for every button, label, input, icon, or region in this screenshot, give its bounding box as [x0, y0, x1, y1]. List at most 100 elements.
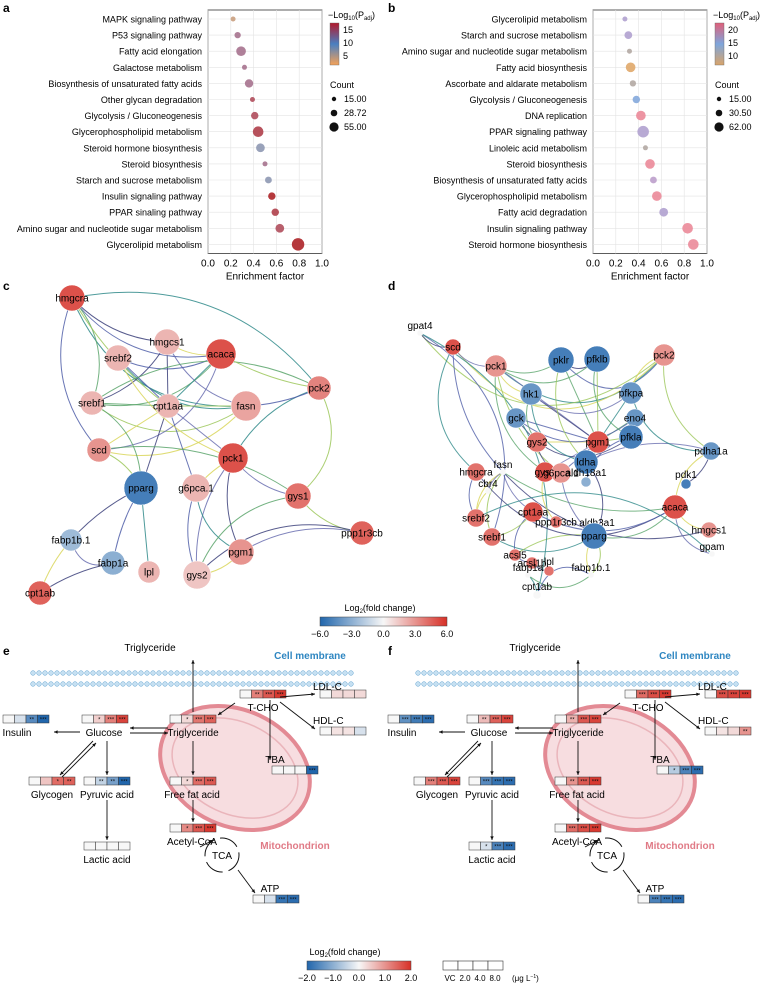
- network-node: [508, 548, 522, 562]
- network-node-label: gpat4: [407, 321, 432, 332]
- y-category-label: Fatty acid biosynthesis: [496, 63, 588, 73]
- fold-change-cell: [716, 726, 729, 736]
- network-node: [444, 338, 462, 356]
- significance-stars: ***: [107, 718, 115, 724]
- network-node-label: pfklb: [586, 355, 608, 366]
- network-node: [543, 565, 555, 577]
- significance-stars: ***: [278, 898, 286, 904]
- network-node: [547, 346, 575, 374]
- network-node-label: gys1: [534, 468, 556, 479]
- network-node-label: acaca: [208, 350, 235, 361]
- network-edge: [560, 354, 665, 389]
- fold-change-cell: [468, 776, 481, 786]
- y-category-label: Glycolysis / Gluconeogenesis: [84, 111, 202, 121]
- network-node: [182, 560, 212, 590]
- significance-stars: ***: [451, 780, 459, 786]
- metabolite-label: Lactic acid: [468, 855, 515, 866]
- arrow-head: [92, 743, 96, 747]
- fold-change-colorbar: [319, 616, 448, 627]
- membrane-lipid-head: [613, 670, 619, 676]
- metabolite-label: Triglyceride: [124, 643, 176, 654]
- significance-stars: ***: [580, 780, 588, 786]
- fold-change-cell: [28, 776, 41, 786]
- membrane-lipid-head: [439, 670, 445, 676]
- arrow-head: [251, 889, 255, 893]
- network-node: [499, 468, 507, 476]
- y-category-label: Biosynthesis of unsaturated fatty acids: [48, 79, 202, 89]
- network-edge: [71, 297, 222, 358]
- metabolite-label: LDL-C: [313, 682, 342, 693]
- membrane-lipid-head: [625, 681, 631, 687]
- membrane-lipid-head: [421, 681, 427, 687]
- membrane-lipid-head: [451, 681, 457, 687]
- colorbar-title: Log2(fold change): [310, 947, 381, 959]
- membrane-lipid-head: [234, 681, 240, 687]
- membrane-lipid-head: [234, 670, 240, 676]
- dose-legend-cell: [487, 960, 504, 971]
- membrane-lipid-head: [631, 681, 637, 687]
- membrane-lipid-head: [210, 681, 216, 687]
- data-point: [629, 80, 637, 87]
- membrane-lipid-head: [493, 670, 499, 676]
- membrane-lipid-head: [42, 670, 48, 676]
- network-node-label: aldh18a1: [565, 468, 607, 479]
- membrane-lipid-head: [643, 670, 649, 676]
- metabolite-label: Glycogen: [416, 790, 458, 801]
- network-node: [306, 375, 332, 401]
- network-node-label: gpam: [699, 542, 724, 553]
- fold-change-cell: [503, 776, 516, 786]
- network-node-label: g6pca.1: [178, 484, 214, 495]
- fold-change-cell: [727, 726, 740, 736]
- pathway-arrow: [622, 869, 641, 894]
- membrane-lipid-head: [415, 681, 421, 687]
- membrane-lipid-head: [469, 670, 475, 676]
- membrane-lipid-head: [300, 670, 306, 676]
- colorbar-tick-label: 20: [728, 25, 738, 35]
- network-node-label: srebf1: [78, 399, 106, 410]
- membrane-lipid-head: [493, 681, 499, 687]
- y-category-label: Other glycan degradation: [101, 95, 202, 105]
- network-node-label: hk1: [523, 390, 540, 401]
- membrane-lipid-head: [30, 681, 36, 687]
- x-axis-label: Enrichment factor: [226, 271, 305, 282]
- network-node: [586, 430, 610, 454]
- network-node: [587, 571, 595, 579]
- membrane-lipid-head: [571, 670, 577, 676]
- data-point: [652, 191, 662, 201]
- significance-stars: **: [99, 780, 104, 786]
- fold-change-cell: [554, 776, 567, 786]
- arrow-head: [105, 771, 109, 775]
- arrow-head: [268, 756, 272, 760]
- x-tick-label: 0.4: [632, 258, 646, 269]
- membrane-lipid-head: [72, 670, 78, 676]
- network-node: [522, 501, 544, 523]
- membrane-lipid-head: [48, 681, 54, 687]
- metabolite-label: HDL-C: [698, 716, 729, 727]
- colorbar-title: Log2(fold change): [345, 603, 416, 615]
- network-node: [227, 538, 255, 566]
- colorbar-tick-label: 6.0: [441, 629, 454, 639]
- metabolite-label: Glycogen: [31, 790, 73, 801]
- fold-change-cell: [169, 823, 182, 833]
- membrane-lipid-head: [342, 670, 348, 676]
- arrow-head: [515, 726, 519, 730]
- significance-stars: ***: [730, 693, 738, 699]
- membrane-lipid-head: [709, 681, 715, 687]
- panel-label-b: b: [388, 1, 395, 15]
- membrane-lipid-head: [637, 670, 643, 676]
- network-edge: [630, 392, 712, 452]
- network-node: [700, 521, 718, 539]
- colorbar-tick-label: 10: [728, 51, 738, 61]
- arrow-head: [653, 756, 657, 760]
- colorbar: [329, 22, 340, 66]
- network-node-label: ppp1r3cb: [341, 529, 383, 540]
- fold-change-cell: [589, 714, 602, 724]
- membrane-lipid-head: [475, 681, 481, 687]
- y-category-label: Glycolysis / Gluconeogenesis: [469, 95, 587, 105]
- data-point: [244, 79, 254, 88]
- data-point: [659, 207, 669, 217]
- dose-label: 4.0: [474, 974, 486, 983]
- membrane-lipid-head: [649, 670, 655, 676]
- dose-legend-cell: [457, 960, 474, 971]
- pathway-arrow: [279, 693, 316, 698]
